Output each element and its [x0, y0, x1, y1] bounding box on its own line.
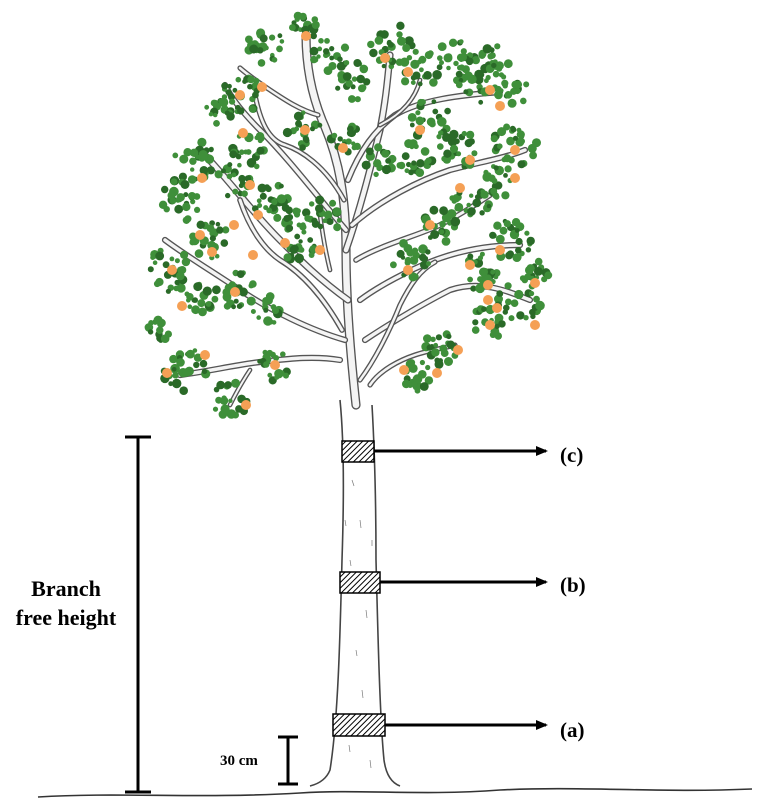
branch-free-height-label-line1: Branch: [31, 576, 101, 601]
base-height-label: 30 cm: [220, 753, 258, 769]
tree-branches: [161, 30, 534, 410]
label-a: (a): [560, 718, 585, 742]
branch-free-height-bracket: [125, 435, 151, 794]
tree-fruits: [162, 31, 540, 410]
ground-line: [37, 787, 753, 798]
band-c: [341, 440, 375, 463]
branch-free-height-label-line2: free height: [16, 605, 117, 630]
label-b: (b): [560, 573, 586, 597]
label-c: (c): [560, 443, 583, 467]
band-b: [339, 571, 381, 594]
tree-trunk: [309, 399, 401, 787]
band-a: [332, 713, 386, 737]
base-height-bracket: [278, 735, 298, 786]
